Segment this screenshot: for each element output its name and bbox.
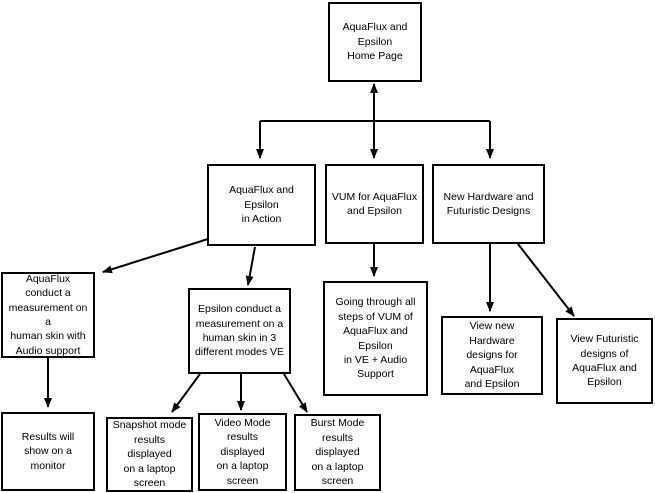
node-burst-mode-label: Burst Mode results displayed on a laptop… bbox=[310, 417, 365, 488]
node-snapshot-mode-label: Snapshot mode results displayed on a lap… bbox=[112, 419, 187, 490]
node-epsilon-measurement-label: Epsilon conduct a measurement on a human… bbox=[194, 303, 285, 359]
node-video-mode: Video Mode results displayed on a laptop… bbox=[198, 413, 287, 491]
connector-in-action-aquaflux bbox=[102, 238, 209, 274]
node-results-monitor-label: Results will show on a monitor bbox=[21, 430, 75, 472]
node-aquaflux-measurement: AquaFlux conduct a measurement on a huma… bbox=[1, 272, 95, 358]
node-view-futuristic: View Futuristic designs of AquaFlux and … bbox=[556, 318, 653, 404]
node-new-hardware: New Hardware and Futuristic Designs bbox=[432, 164, 545, 244]
node-home-page: AquaFlux and Epsilon Home Page bbox=[328, 2, 422, 82]
node-snapshot-mode: Snapshot mode results displayed on a lap… bbox=[106, 417, 193, 492]
node-view-futuristic-label: View Futuristic designs of AquaFlux and … bbox=[570, 333, 639, 389]
node-new-hardware-label: New Hardware and Futuristic Designs bbox=[443, 190, 534, 217]
node-view-hardware-label: View new Hardware designs for AquaFlux a… bbox=[464, 320, 520, 391]
node-epsilon-measurement: Epsilon conduct a measurement on a human… bbox=[188, 288, 291, 374]
connector-in-action-epsilon bbox=[245, 246, 256, 286]
connector-newhw-future bbox=[517, 243, 575, 317]
node-vum: VUM for AquaFlux and Epsilon bbox=[325, 164, 424, 244]
node-video-mode-label: Video Mode results displayed on a laptop… bbox=[214, 416, 271, 487]
node-home-page-label: AquaFlux and Epsilon Home Page bbox=[342, 21, 408, 63]
node-vum-steps: Going through all steps of VUM of AquaFl… bbox=[323, 281, 428, 396]
node-vum-steps-label: Going through all steps of VUM of AquaFl… bbox=[335, 296, 416, 381]
node-view-hardware: View new Hardware designs for AquaFlux a… bbox=[441, 316, 543, 395]
node-vum-label: VUM for AquaFlux and Epsilon bbox=[331, 190, 418, 217]
node-in-action-label: AquaFlux and Epsilon in Action bbox=[229, 184, 294, 226]
node-results-monitor: Results will show on a monitor bbox=[1, 412, 95, 491]
node-burst-mode: Burst Mode results displayed on a laptop… bbox=[294, 414, 381, 491]
connector-epsilon-burst bbox=[283, 373, 308, 413]
node-aquaflux-measurement-label: AquaFlux conduct a measurement on a huma… bbox=[8, 272, 88, 357]
node-in-action: AquaFlux and Epsilon in Action bbox=[207, 164, 316, 246]
connector-epsilon-snapshot bbox=[171, 373, 201, 413]
